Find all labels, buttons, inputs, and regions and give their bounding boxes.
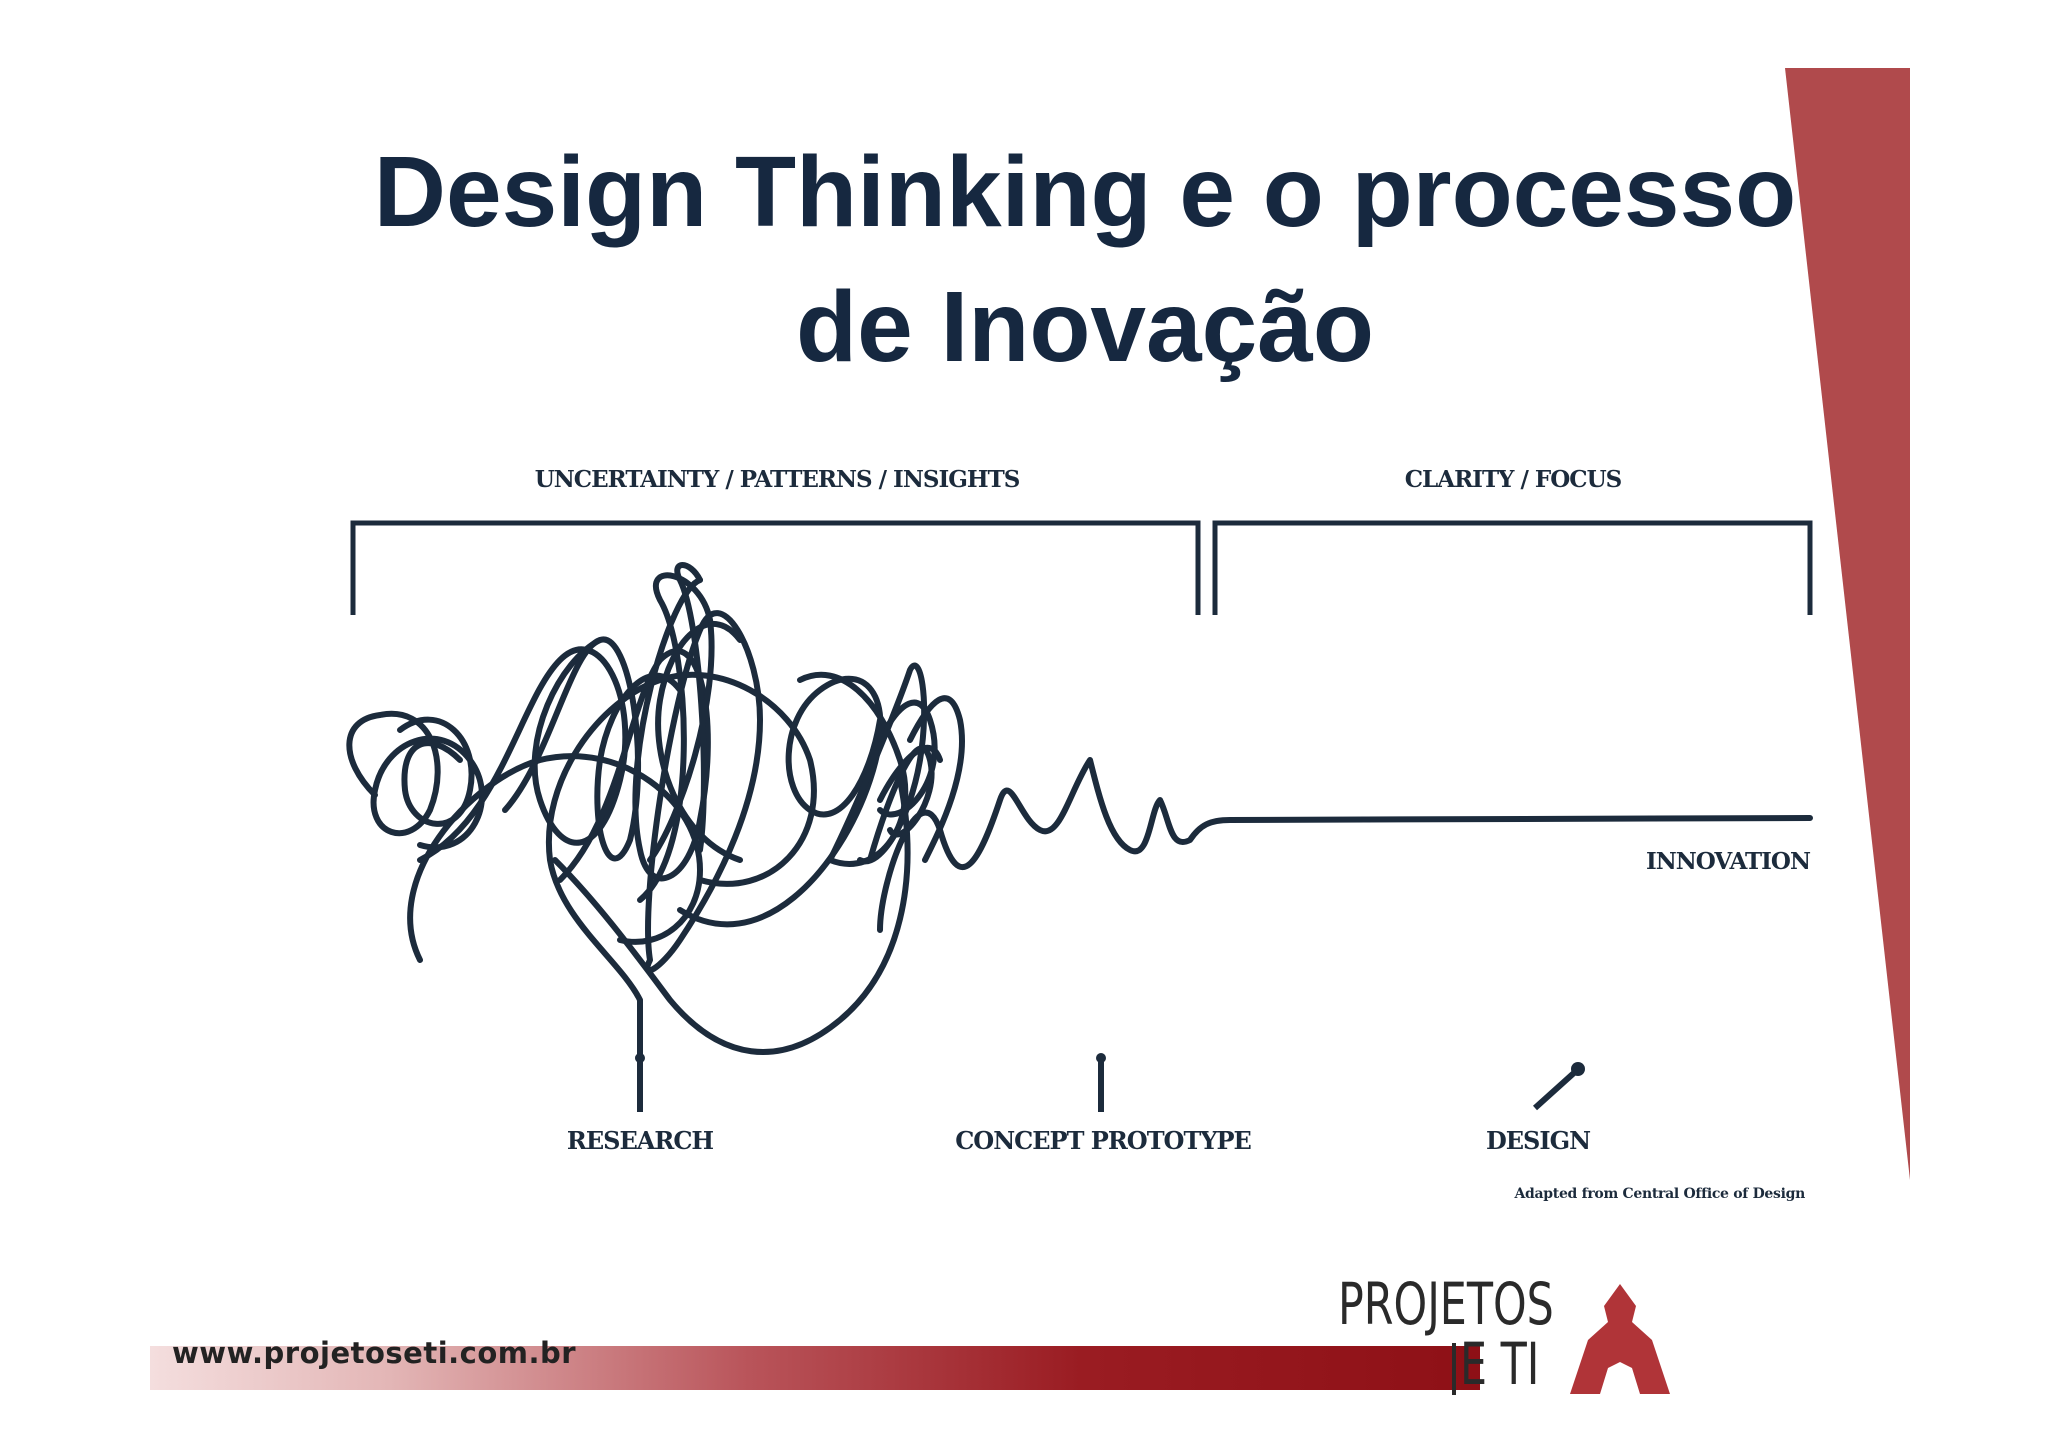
design-squiggle — [346, 562, 1813, 1063]
footer-website-link[interactable]: www.projetoseti.com.br — [172, 1336, 577, 1370]
phase-label-uncertainty: UNCERTAINTY / PATTERNS / INSIGHTS — [535, 466, 1020, 493]
projetos-e-ti-logo: PROJETOS E TI — [1330, 1272, 1670, 1402]
stage-label-research: RESEARCH — [567, 1126, 714, 1155]
slide-title: Design Thinking e o processo de Inovação — [250, 125, 1920, 395]
bracket-clarity — [1212, 520, 1813, 615]
logo-text-line-1: PROJETOS — [1338, 1270, 1554, 1338]
design-arrow — [1532, 1069, 1578, 1111]
diagram-credit: Adapted from Central Office of Design — [1513, 1186, 1805, 1202]
stage-arrows — [635, 1053, 1585, 1112]
innovation-label: INNOVATION — [1646, 848, 1811, 875]
slide-title-line-1: Design Thinking e o processo — [373, 136, 1797, 248]
research-arrow-head — [635, 1053, 645, 1063]
design-arrow-head — [1571, 1062, 1585, 1076]
stage-label-concept-prototype: CONCEPT PROTOTYPE — [955, 1126, 1251, 1155]
slide-title-line-2: de Inovação — [796, 271, 1374, 383]
phase-label-clarity: CLARITY / FOCUS — [1405, 466, 1622, 493]
logo-divider-bar — [1452, 1343, 1456, 1395]
concept-prototype-arrow-head — [1096, 1053, 1106, 1063]
bracket-uncertainty — [350, 520, 1201, 615]
stage-label-design: DESIGN — [1486, 1126, 1590, 1155]
footer-gradient-bar — [150, 1346, 1480, 1390]
logo-mark-icon — [1570, 1284, 1670, 1394]
logo-text-line-2: E TI — [1460, 1330, 1540, 1398]
